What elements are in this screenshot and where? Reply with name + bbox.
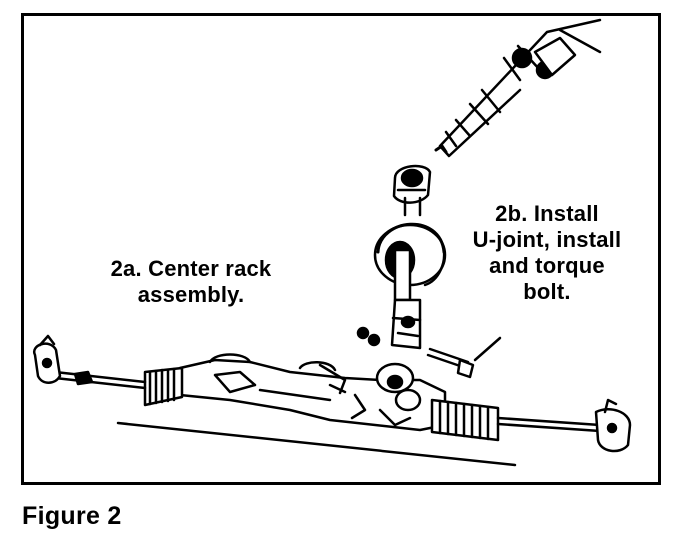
callout-center-rack-line1: 2a. Center rack: [110, 256, 272, 281]
center-reference-line: [116, 421, 517, 467]
nut: [356, 326, 381, 347]
callout-center-rack-line2: assembly.: [137, 282, 245, 307]
rack-housing: [178, 353, 447, 432]
callout-center-rack: 2a. Center rack assembly.: [76, 256, 306, 308]
pinion-column: [390, 298, 422, 350]
steering-shaft: [434, 18, 602, 158]
callout-ujoint-line4: bolt.: [523, 279, 571, 304]
callout-ujoint-line1: 2b. Install: [495, 201, 599, 226]
tie-rod-end-left: [32, 334, 147, 390]
figure-caption: Figure 2: [22, 502, 122, 530]
bellows-boot-right: [430, 398, 500, 442]
tie-rod-end-right: [496, 398, 632, 453]
callout-ujoint: 2b. Install U-joint, install and torque …: [452, 201, 642, 305]
u-joint: [392, 164, 432, 217]
callout-ujoint-line3: and torque: [489, 253, 605, 278]
callout-ujoint-line2: U-joint, install: [472, 227, 622, 252]
bolt: [426, 336, 502, 379]
boot-seal: [373, 222, 447, 302]
bellows-boot-left: [143, 366, 184, 407]
